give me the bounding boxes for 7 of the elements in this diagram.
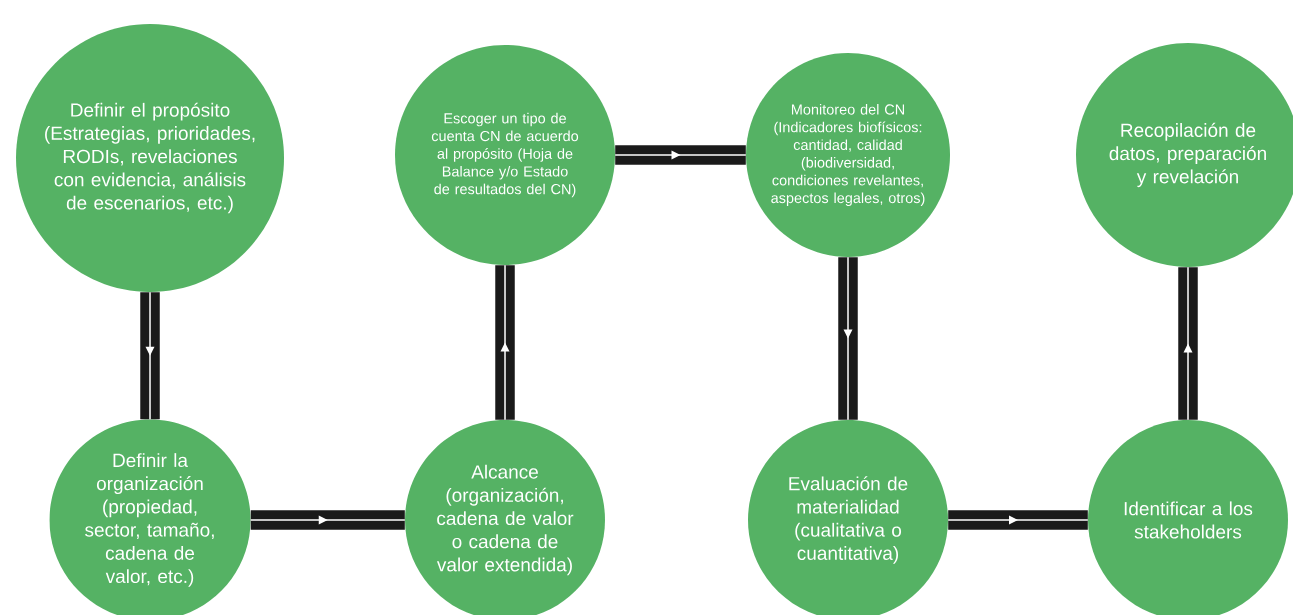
road-arrow <box>947 510 1089 530</box>
road-arrow <box>140 291 160 420</box>
road-arrow <box>1178 266 1198 421</box>
road-arrow <box>250 510 406 530</box>
road-arrow <box>495 264 515 421</box>
road-arrow <box>838 256 858 421</box>
road-arrow <box>614 145 747 165</box>
